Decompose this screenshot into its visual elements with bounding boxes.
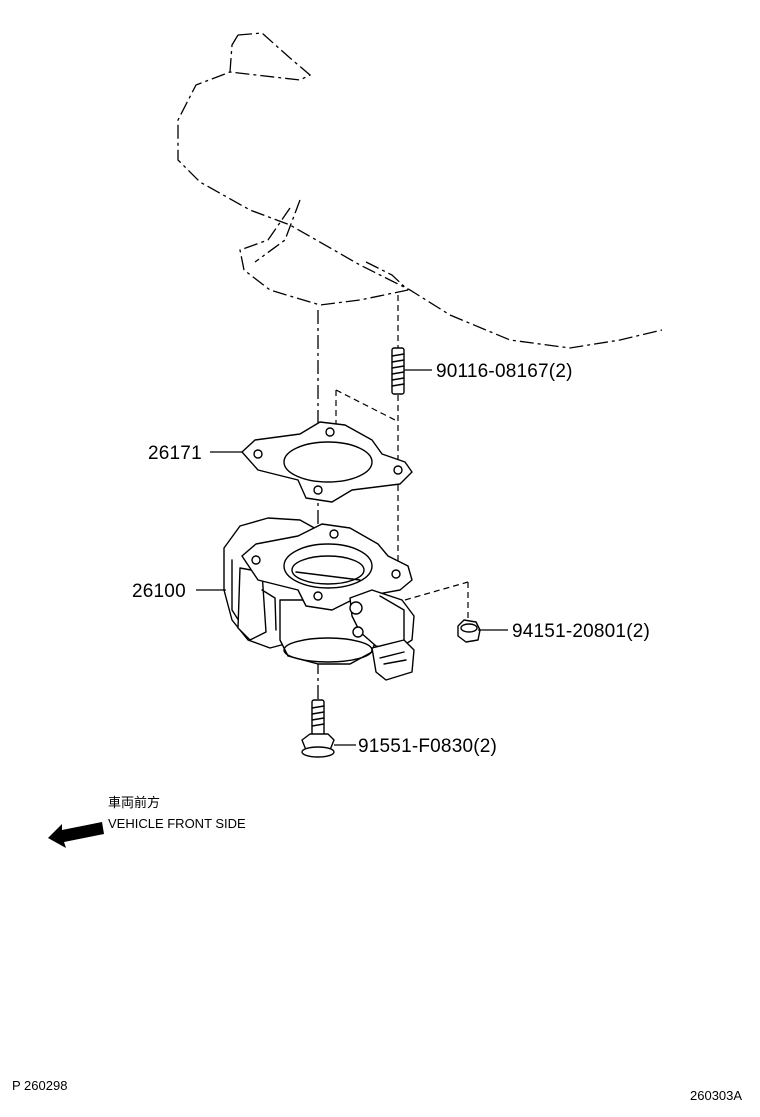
throttle-body-26100[interactable] (223, 517, 415, 681)
footer-right-code: 260303A (690, 1088, 742, 1103)
front-arrow-icon (48, 822, 104, 848)
footer-left-code: P 260298 (12, 1078, 67, 1093)
part-label-nut[interactable]: 94151-20801(2) (512, 621, 650, 642)
direction-japanese: 車両前方 (108, 795, 160, 810)
nut-94151[interactable] (457, 619, 481, 643)
intake-manifold-outline (177, 32, 663, 349)
part-label-gasket[interactable]: 26171 (148, 443, 202, 464)
stud-90116[interactable] (391, 347, 405, 395)
direction-indicator: 車両前方 VEHICLE FRONT SIDE (48, 795, 246, 848)
part-label-throttle-body[interactable]: 26100 (132, 581, 186, 602)
part-label-stud[interactable]: 90116-08167(2) (436, 361, 573, 382)
direction-english: VEHICLE FRONT SIDE (108, 816, 246, 831)
leader-lines (196, 369, 508, 746)
part-label-bolt[interactable]: 91551-F0830(2) (358, 736, 497, 757)
bolt-91551[interactable] (301, 699, 335, 758)
gasket-26171[interactable] (241, 421, 413, 503)
